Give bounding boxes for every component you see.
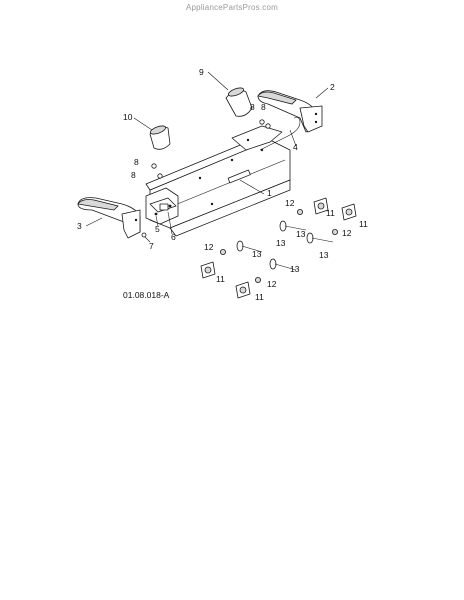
- callout-6: 6: [171, 232, 176, 242]
- callout-11-c: 11: [216, 274, 225, 284]
- knob-9-part: [225, 87, 253, 117]
- hook-rod-part: [259, 117, 301, 151]
- callout-10: 10: [123, 112, 133, 122]
- callout-12-a: 12: [285, 198, 295, 208]
- callout-8-b: 8: [261, 102, 266, 112]
- callout-3: 3: [77, 221, 82, 231]
- callout-13-e: 13: [276, 238, 286, 248]
- frame-part: [145, 135, 291, 237]
- callout-1: 1: [267, 188, 272, 198]
- watermark: AppliancePartsPros.com: [186, 3, 278, 12]
- callout-8-a: 8: [250, 102, 255, 112]
- callout-labels: 1 2 3 4 5 6 7 8 8 8 8 9 10 11 11 11 11 1…: [77, 67, 368, 302]
- callout-8-c: 8: [134, 157, 139, 167]
- callout-13-a: 13: [296, 229, 306, 239]
- knob-10-part: [149, 125, 171, 150]
- right-handle-part: [257, 90, 323, 133]
- callout-13-d: 13: [290, 264, 300, 274]
- callout-11-d: 11: [255, 292, 264, 302]
- callout-5: 5: [155, 224, 160, 234]
- right-bracket-part: [231, 125, 283, 151]
- callout-11-b: 11: [359, 219, 368, 229]
- callout-7: 7: [149, 241, 154, 251]
- wing-knob-11-parts: [200, 197, 357, 299]
- callout-2: 2: [330, 82, 335, 92]
- diagram-code: 01.08.018-A: [123, 290, 170, 300]
- bolt-13-parts: [236, 220, 334, 271]
- callout-12-d: 12: [267, 279, 277, 289]
- callout-9: 9: [199, 67, 204, 77]
- bolt-7-part: [141, 232, 151, 243]
- callout-4: 4: [293, 142, 298, 152]
- callout-13-b: 13: [319, 250, 329, 260]
- fastener-8-parts: [151, 119, 271, 179]
- left-handle-part: [77, 197, 141, 239]
- callout-11-a: 11: [326, 208, 335, 218]
- callout-12-c: 12: [204, 242, 214, 252]
- callout-13-c: 13: [252, 249, 262, 259]
- callout-8-d: 8: [131, 170, 136, 180]
- left-bracket-part: [145, 187, 179, 225]
- leader-lines: [85, 71, 329, 235]
- nut-12-parts: [219, 208, 338, 283]
- callout-12-b: 12: [342, 228, 352, 238]
